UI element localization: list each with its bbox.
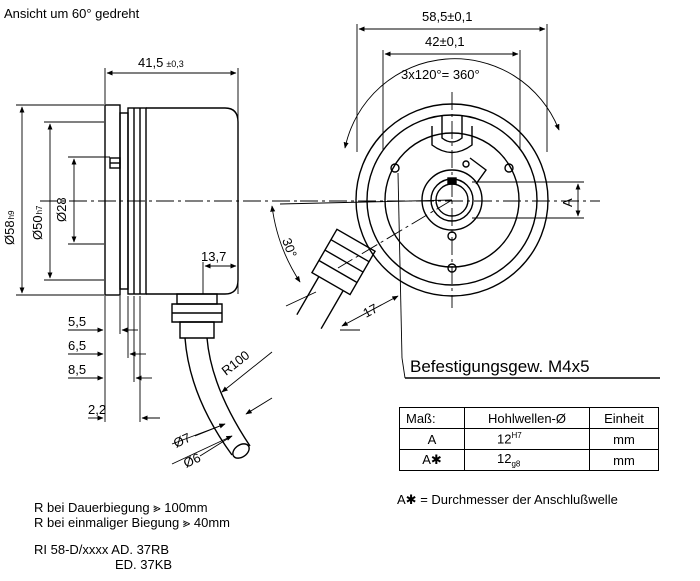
dim-30-deg: 30° — [279, 236, 300, 260]
row1-mass: A — [399, 428, 465, 450]
dim-2-2: 2,2 — [88, 402, 106, 417]
row2-mass: A✱ — [399, 449, 465, 471]
model-line-1: RI 58-D/xxxx AD. 37RB — [34, 542, 170, 557]
dim-17: 17 — [360, 301, 380, 321]
dim-5-5: 5,5 — [68, 314, 86, 329]
thread-label: Befestigungsgew. M4x5 — [410, 357, 590, 376]
dim-28: Ø28 — [54, 197, 69, 222]
dim-42: 42±0,1 — [425, 34, 465, 49]
dim-50: Ø50h7 — [30, 205, 45, 240]
dim-d6: Ø6 — [181, 450, 203, 471]
table-header-row: Maß: Hohlwellen-Ø Einheit — [399, 407, 659, 429]
side-view — [104, 104, 251, 459]
star-note: A✱ = Durchmesser der Anschlußwelle — [397, 492, 618, 507]
header-einheit: Einheit — [589, 407, 659, 429]
header-hohlwelle: Hohlwellen-Ø — [464, 407, 590, 429]
row1-unit: mm — [589, 428, 659, 450]
dim-58: Ø58h9 — [2, 210, 17, 245]
view-note: Ansicht um 60° gedreht — [4, 6, 140, 21]
row2-value: 12g8 — [464, 449, 590, 471]
row1-value: 12H7 — [464, 428, 590, 450]
row2-unit: mm — [589, 449, 659, 471]
front-view-dimensions — [270, 24, 660, 379]
model-line-2: ED. 37KB — [115, 557, 173, 572]
dim-13-7: 13,7 — [201, 249, 226, 264]
bend-radius-line-2: R bei einmaliger Biegung ⪢ 40mm — [34, 515, 230, 530]
dim-8-5: 8,5 — [68, 362, 86, 377]
dim-a: A — [560, 198, 575, 207]
table-row: A✱ 12g8 mm — [399, 449, 659, 471]
dim-6-5: 6,5 — [68, 338, 86, 353]
dim-r100: R100 — [219, 347, 253, 378]
dim-d7: Ø7 — [171, 430, 193, 451]
side-view-dimensions — [16, 68, 273, 465]
header-mass: Maß: — [399, 407, 465, 429]
dim-58-5: 58,5±0,1 — [422, 9, 473, 24]
table-row: A 12H7 mm — [399, 428, 659, 450]
bend-radius-line-1: R bei Dauerbiegung ⪢ 100mm — [34, 500, 208, 515]
spec-table: Maß: Hohlwellen-Ø Einheit A 12H7 mm A✱ 1… — [399, 407, 659, 471]
dim-pitch: 3x120°= 360° — [401, 67, 480, 82]
dim-41-5: 41,5±0,3 — [138, 55, 184, 70]
